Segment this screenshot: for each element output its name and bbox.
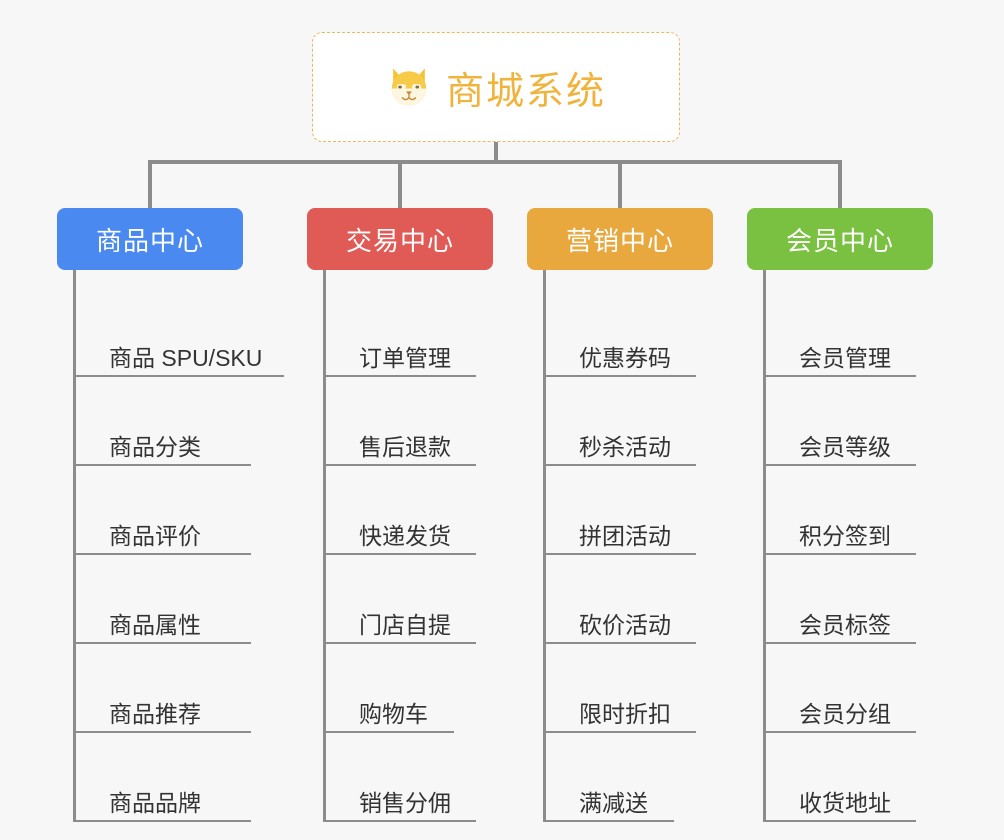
branch-header-label: 营销中心 <box>565 225 674 256</box>
leaf-item[interactable]: 订单管理 <box>326 288 493 377</box>
leaf-label: 会员等级 <box>799 433 891 460</box>
leaf-item[interactable]: 商品分类 <box>76 377 262 466</box>
leaf-label: 砍价活动 <box>579 611 671 638</box>
leaf-label: 订单管理 <box>359 344 451 371</box>
leaf-list-marketing: 优惠券码 秒杀活动 拼团活动 砍价活动 限时折扣 满减送 <box>543 270 713 822</box>
leaf-label: 商品属性 <box>109 611 201 638</box>
leaf-item[interactable]: 商品推荐 <box>76 644 262 733</box>
leaf-list-trade: 订单管理 售后退款 快递发货 门店自提 购物车 销售分佣 <box>323 270 493 822</box>
leaf-label: 售后退款 <box>359 433 451 460</box>
leaf-label: 优惠券码 <box>579 344 671 371</box>
leaf-item[interactable]: 限时折扣 <box>546 644 713 733</box>
leaf-item[interactable]: 快递发货 <box>326 466 493 555</box>
leaf-label: 商品分类 <box>109 433 201 460</box>
leaf-item[interactable]: 会员分组 <box>766 644 933 733</box>
leaf-label: 销售分佣 <box>359 789 451 816</box>
leaf-item[interactable]: 商品属性 <box>76 555 262 644</box>
leaf-item[interactable]: 商品评价 <box>76 466 262 555</box>
leaf-item[interactable]: 收货地址 <box>766 733 933 822</box>
branch-header-trade[interactable]: 交易中心 <box>307 208 493 270</box>
leaf-item[interactable]: 会员标签 <box>766 555 933 644</box>
connector-drop-4 <box>838 160 842 210</box>
leaf-item[interactable]: 砍价活动 <box>546 555 713 644</box>
leaf-label: 收货地址 <box>799 789 891 816</box>
leaf-label: 快递发货 <box>359 522 451 549</box>
leaf-item[interactable]: 购物车 <box>326 644 493 733</box>
root-node[interactable]: 商城系统 <box>312 32 680 142</box>
branch-header-label: 交易中心 <box>345 225 454 256</box>
leaf-item[interactable]: 拼团活动 <box>546 466 713 555</box>
root-title: 商城系统 <box>445 70 606 113</box>
leaf-item[interactable]: 优惠券码 <box>546 288 713 377</box>
connector-horizontal-bus <box>150 160 840 164</box>
leaf-item[interactable]: 会员管理 <box>766 288 933 377</box>
leaf-item[interactable]: 积分签到 <box>766 466 933 555</box>
leaf-item[interactable]: 售后退款 <box>326 377 493 466</box>
branch-header-label: 商品中心 <box>95 225 204 256</box>
connector-drop-1 <box>148 160 152 210</box>
leaf-item[interactable]: 秒杀活动 <box>546 377 713 466</box>
branch-column-trade: 交易中心 订单管理 售后退款 快递发货 门店自提 购物车 销售分佣 <box>307 208 493 822</box>
leaf-item[interactable]: 会员等级 <box>766 377 933 466</box>
branch-column-member: 会员中心 会员管理 会员等级 积分签到 会员标签 会员分组 收货地址 <box>747 208 933 822</box>
branch-header-label: 会员中心 <box>785 225 894 256</box>
branch-header-member[interactable]: 会员中心 <box>747 208 933 270</box>
dog-face-icon <box>386 64 432 110</box>
leaf-label: 限时折扣 <box>579 700 671 727</box>
leaf-label: 满减送 <box>579 789 648 816</box>
leaf-label: 商品 SPU/SKU <box>109 344 263 371</box>
connector-root-stem <box>494 142 498 164</box>
leaf-label: 会员标签 <box>799 611 891 638</box>
leaf-item[interactable]: 门店自提 <box>326 555 493 644</box>
leaf-item[interactable]: 销售分佣 <box>326 733 493 822</box>
leaf-label: 拼团活动 <box>579 522 671 549</box>
leaf-label: 商品推荐 <box>109 700 201 727</box>
leaf-item[interactable]: 满减送 <box>546 733 713 822</box>
leaf-list-member: 会员管理 会员等级 积分签到 会员标签 会员分组 收货地址 <box>763 270 933 822</box>
leaf-label: 秒杀活动 <box>579 433 671 460</box>
leaf-label: 购物车 <box>359 700 428 727</box>
leaf-label: 积分签到 <box>799 522 891 549</box>
branch-column-marketing: 营销中心 优惠券码 秒杀活动 拼团活动 砍价活动 限时折扣 满减送 <box>527 208 713 822</box>
branch-header-marketing[interactable]: 营销中心 <box>527 208 713 270</box>
branch-header-product[interactable]: 商品中心 <box>57 208 243 270</box>
connector-drop-3 <box>618 160 622 210</box>
leaf-item[interactable]: 商品 SPU/SKU <box>76 288 285 377</box>
leaf-label: 会员分组 <box>799 700 891 727</box>
leaf-label: 商品品牌 <box>109 789 201 816</box>
connector-drop-2 <box>398 160 402 210</box>
leaf-label: 商品评价 <box>109 522 201 549</box>
leaf-label: 会员管理 <box>799 344 891 371</box>
leaf-item[interactable]: 商品品牌 <box>76 733 262 822</box>
leaf-list-product: 商品 SPU/SKU 商品分类 商品评价 商品属性 商品推荐 商品品牌 <box>73 270 285 822</box>
branch-column-product: 商品中心 商品 SPU/SKU 商品分类 商品评价 商品属性 商品推荐 商品品牌 <box>57 208 285 822</box>
leaf-label: 门店自提 <box>359 611 451 638</box>
